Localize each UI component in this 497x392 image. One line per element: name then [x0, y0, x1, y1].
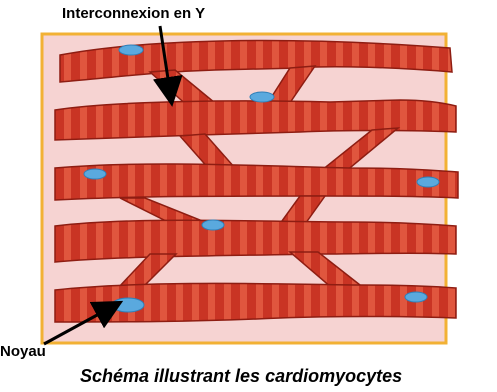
nucleus: [84, 169, 106, 179]
nucleus: [417, 177, 439, 187]
nucleus: [405, 292, 427, 302]
nucleus: [250, 92, 274, 102]
label-interconnection: Interconnexion en Y: [62, 5, 205, 22]
label-nucleus: Noyau: [0, 343, 46, 360]
nucleus: [202, 220, 224, 230]
nucleus: [119, 45, 143, 55]
muscle-fiber: [55, 164, 458, 200]
nucleus: [112, 298, 144, 312]
figure-caption: Schéma illustrant les cardiomyocytes: [80, 366, 402, 387]
